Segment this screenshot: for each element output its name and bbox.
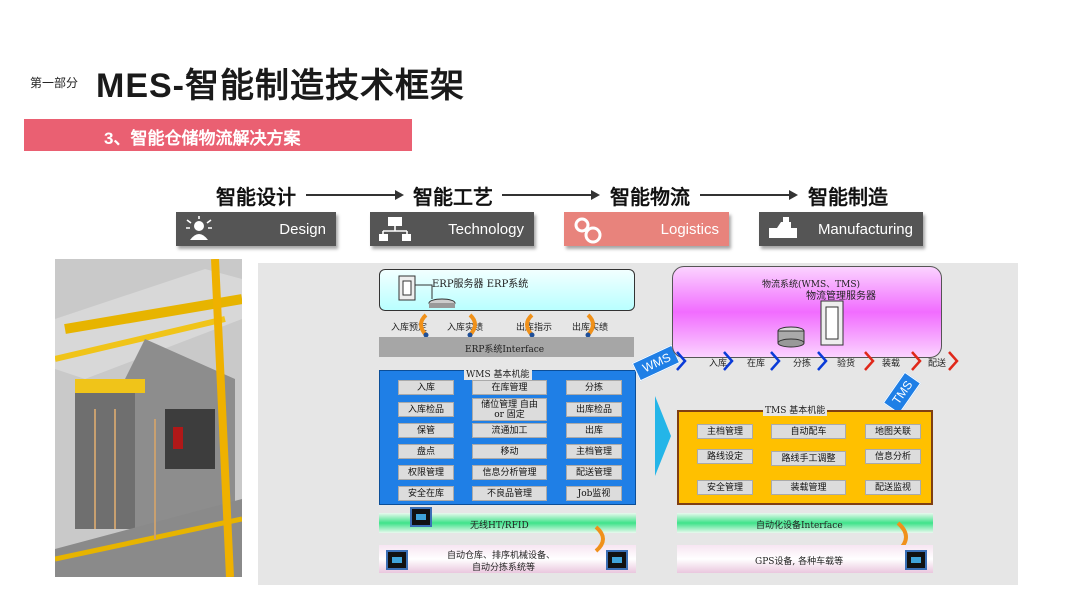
design-card-label: Design — [279, 221, 326, 238]
tms-route-setup-button[interactable]: 路线设定 — [697, 449, 753, 464]
automation-interface-label: 自动化设备Interface — [756, 521, 843, 531]
equipment-device-icon — [606, 550, 628, 570]
step-delivery: 配送 — [928, 359, 947, 369]
gps-bar: GPS设备, 各种车载等 — [677, 545, 933, 573]
wms-storage-button[interactable]: 保管 — [398, 423, 454, 438]
wms-outbound-inspection-button[interactable]: 出库检品 — [566, 402, 622, 417]
wms-permission-button[interactable]: 权限管理 — [398, 465, 454, 480]
wms-panel: WMS 基本机能 入库 在库管理 分拣 入库检品 储位管理 自由 or 固定 出… — [379, 367, 636, 505]
tms-delivery-monitor-button[interactable]: 配送监视 — [865, 480, 921, 495]
gps-label: GPS设备, 各种车载等 — [755, 557, 844, 567]
logistics-steps-chevrons — [676, 351, 959, 371]
wms-stocktake-button[interactable]: 盘点 — [398, 444, 454, 459]
technology-card: Technology — [370, 212, 534, 246]
automation-interface-bar: 自动化设备Interface — [677, 513, 933, 533]
wireless-bar: 无线HT/RFID — [379, 513, 636, 533]
flow-arrow — [306, 190, 404, 200]
handheld-device-icon — [410, 507, 432, 527]
wms-sorting-button[interactable]: 分拣 — [566, 380, 622, 395]
wms-delivery-button[interactable]: 配送管理 — [566, 465, 622, 480]
server-icon — [398, 275, 456, 308]
wms-tms-architecture-diagram: ERP服务器 ERP系统 入库预定 入库实绩 出库指示 出库实绩 ERP系统In… — [258, 263, 1018, 585]
wms-inbound-button[interactable]: 入库 — [398, 380, 454, 395]
sync-arrows-icon — [419, 313, 595, 338]
tms-panel-title: TMS 基本机能 — [763, 403, 828, 416]
step-loading: 装载 — [882, 359, 901, 369]
wms-outbound-button[interactable]: 出库 — [566, 423, 622, 438]
tms-analysis-button[interactable]: 信息分析 — [865, 449, 921, 464]
manufacturing-card: Manufacturing — [759, 212, 923, 246]
flow-arrow — [502, 190, 600, 200]
section-banner: 3、智能仓储物流解决方案 — [24, 119, 412, 151]
wms-processing-button[interactable]: 流通加工 — [472, 423, 547, 438]
equipment-label-line1: 自动仓库、排序机械设备、 — [447, 551, 556, 561]
part-label: 第一部分 — [30, 76, 79, 90]
tms-panel: TMS 基本机能 主档管理 自动配车 地图关联 路线设定 路线手工调整 信息分析… — [677, 403, 933, 505]
page-title: MES-智能制造技术框架 — [96, 67, 465, 105]
tms-master-data-button[interactable]: 主档管理 — [697, 424, 753, 439]
equipment-device-icon — [386, 550, 408, 570]
chevron-right-icon — [655, 396, 671, 476]
equipment-bar: 自动仓库、排序机械设备、 自动分拣系统等 — [379, 545, 636, 573]
manufacturing-card-label: Manufacturing — [817, 221, 913, 238]
tms-auto-dispatch-button[interactable]: 自动配车 — [771, 424, 846, 439]
logistics-card: Logistics — [564, 212, 729, 246]
wms-panel-title: WMS 基本机能 — [464, 367, 532, 380]
design-icon — [186, 216, 212, 240]
logistics-card-label: Logistics — [660, 221, 719, 238]
equipment-label-line2: 自动分拣系统等 — [472, 563, 536, 573]
wms-master-data-button[interactable]: 主档管理 — [566, 444, 622, 459]
wms-defect-button[interactable]: 不良品管理 — [472, 486, 547, 501]
step-inspection: 验货 — [837, 359, 856, 369]
logistics-system-box: 物流系统(WMS、TMS) 物流管理服务器 — [672, 266, 942, 358]
wms-move-button[interactable]: 移动 — [472, 444, 547, 459]
erp-label-outbound-order: 出库指示 — [516, 323, 553, 333]
erp-interface-bar: ERP系统Interface — [379, 337, 634, 357]
wms-job-monitor-button[interactable]: Job监视 — [566, 486, 622, 501]
step-stock: 在库 — [747, 359, 766, 369]
tms-loading-button[interactable]: 装载管理 — [771, 480, 846, 495]
gps-device-icon — [905, 550, 927, 570]
wms-badge-label: WMS — [640, 350, 673, 376]
technology-card-label: Technology — [448, 221, 524, 238]
logistics-server-label: 物流管理服务器 — [806, 291, 876, 302]
tms-badge-label: TMS — [889, 378, 916, 407]
flow-label-design: 智能设计 — [216, 187, 296, 209]
wms-inventory-button[interactable]: 在库管理 — [472, 380, 547, 395]
tms-badge: TMS — [882, 371, 922, 415]
manufacturing-icon — [769, 217, 797, 238]
warehouse-equipment-image — [55, 259, 242, 577]
erp-server-label: ERP服务器 ERP系统 — [432, 279, 529, 290]
logistics-server-icon — [777, 300, 844, 348]
wms-safety-stock-button[interactable]: 安全在库 — [398, 486, 454, 501]
wms-inbound-inspection-button[interactable]: 入库检品 — [398, 402, 454, 417]
sync-arrow-icon — [594, 525, 605, 553]
erp-label-outbound-result: 出库实绩 — [572, 323, 609, 333]
gears-icon — [574, 217, 602, 244]
flow-label-technology: 智能工艺 — [413, 187, 493, 209]
erp-interface-label: ERP系统Interface — [465, 345, 545, 355]
wms-location-button[interactable]: 储位管理 自由 or 固定 — [472, 398, 547, 421]
tms-safety-button[interactable]: 安全管理 — [697, 480, 753, 495]
design-card: Design — [176, 212, 336, 246]
tms-route-adjust-button[interactable]: 路线手工调整 — [771, 451, 846, 466]
flow-label-manufacturing: 智能制造 — [808, 187, 888, 209]
wms-analysis-button[interactable]: 信息分析管理 — [472, 465, 547, 480]
logistics-system-label: 物流系统(WMS、TMS) — [762, 280, 861, 290]
wireless-label: 无线HT/RFID — [470, 521, 529, 531]
erp-label-inbound-result: 入库实绩 — [447, 323, 484, 333]
tms-map-button[interactable]: 地图关联 — [865, 424, 921, 439]
flow-label-logistics: 智能物流 — [610, 187, 690, 209]
technology-icon — [379, 217, 411, 241]
step-sorting: 分拣 — [793, 359, 812, 369]
flow-arrow — [700, 190, 798, 200]
section-title: 3、智能仓储物流解决方案 — [104, 129, 301, 148]
erp-label-inbound-plan: 入库预定 — [391, 323, 428, 333]
erp-server-box: ERP服务器 ERP系统 — [379, 269, 635, 311]
step-inbound: 入库 — [709, 359, 728, 369]
